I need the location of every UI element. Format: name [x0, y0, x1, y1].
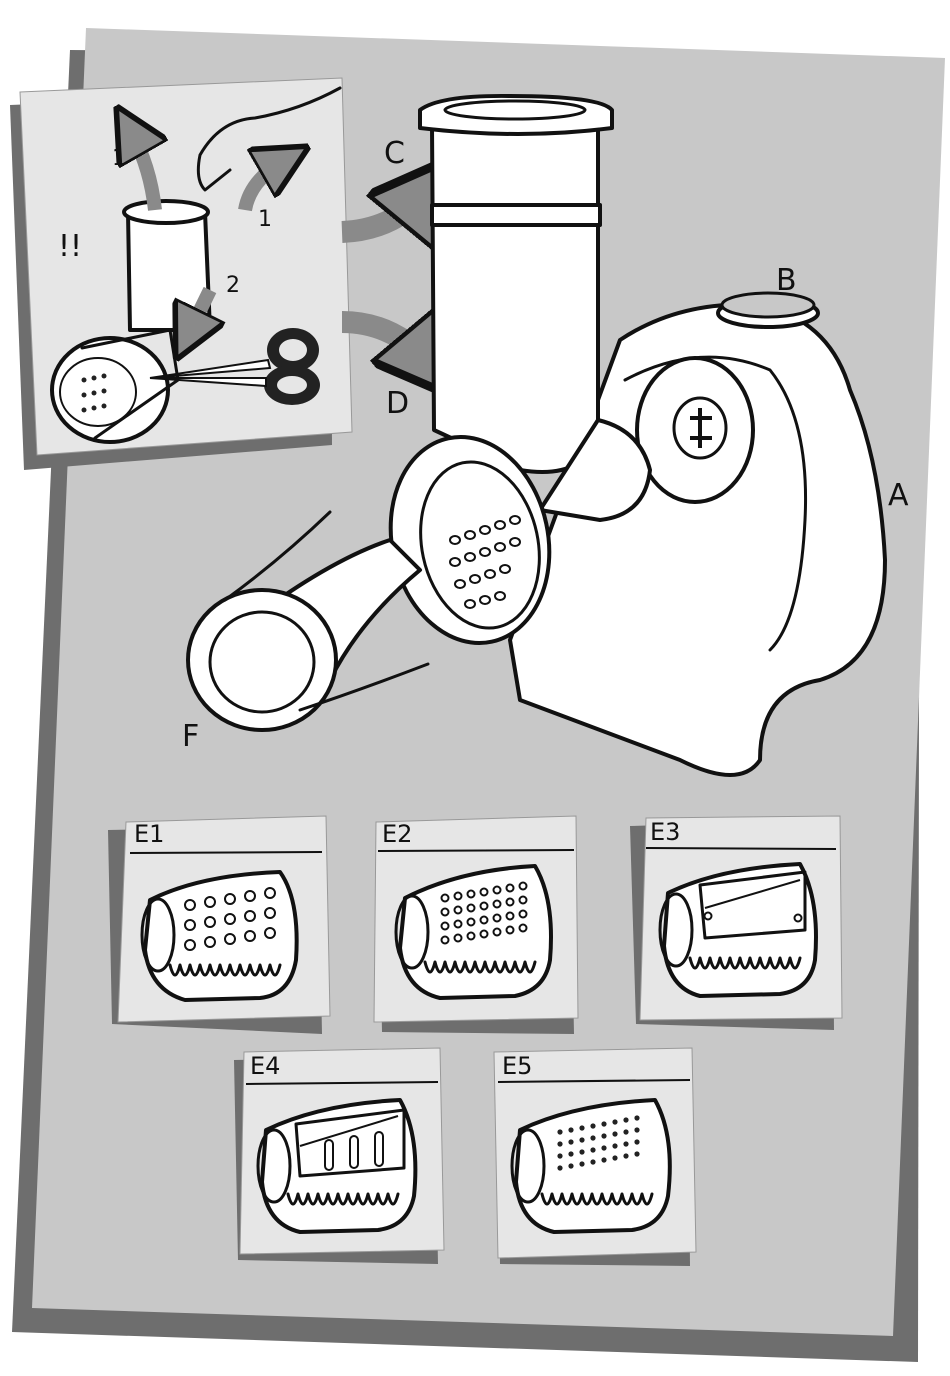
card-e1: E1: [108, 816, 330, 1034]
label-a: A: [888, 478, 909, 513]
inset-warning-label: !!: [58, 229, 82, 264]
inset-panel: !! 1 1 2: [10, 78, 352, 470]
label-b: B: [776, 263, 797, 298]
card-label-e2: E2: [382, 820, 412, 848]
card-e3: E3: [630, 816, 842, 1030]
card-label-e3: E3: [650, 818, 680, 846]
inset-step-2: 2: [226, 273, 240, 298]
label-c: C: [384, 136, 405, 171]
card-e2: E2: [374, 816, 578, 1034]
card-e5: E5: [494, 1048, 696, 1266]
inset-step-1a: 1: [112, 146, 126, 171]
card-label-e1: E1: [134, 820, 164, 848]
card-label-e5: E5: [502, 1052, 532, 1080]
chute-ring: [432, 205, 600, 225]
label-d: D: [386, 386, 409, 421]
card-label-e4: E4: [250, 1052, 280, 1080]
label-f: F: [182, 719, 199, 754]
inset-step-1b: 1: [258, 207, 272, 232]
card-e4: E4: [234, 1048, 444, 1264]
